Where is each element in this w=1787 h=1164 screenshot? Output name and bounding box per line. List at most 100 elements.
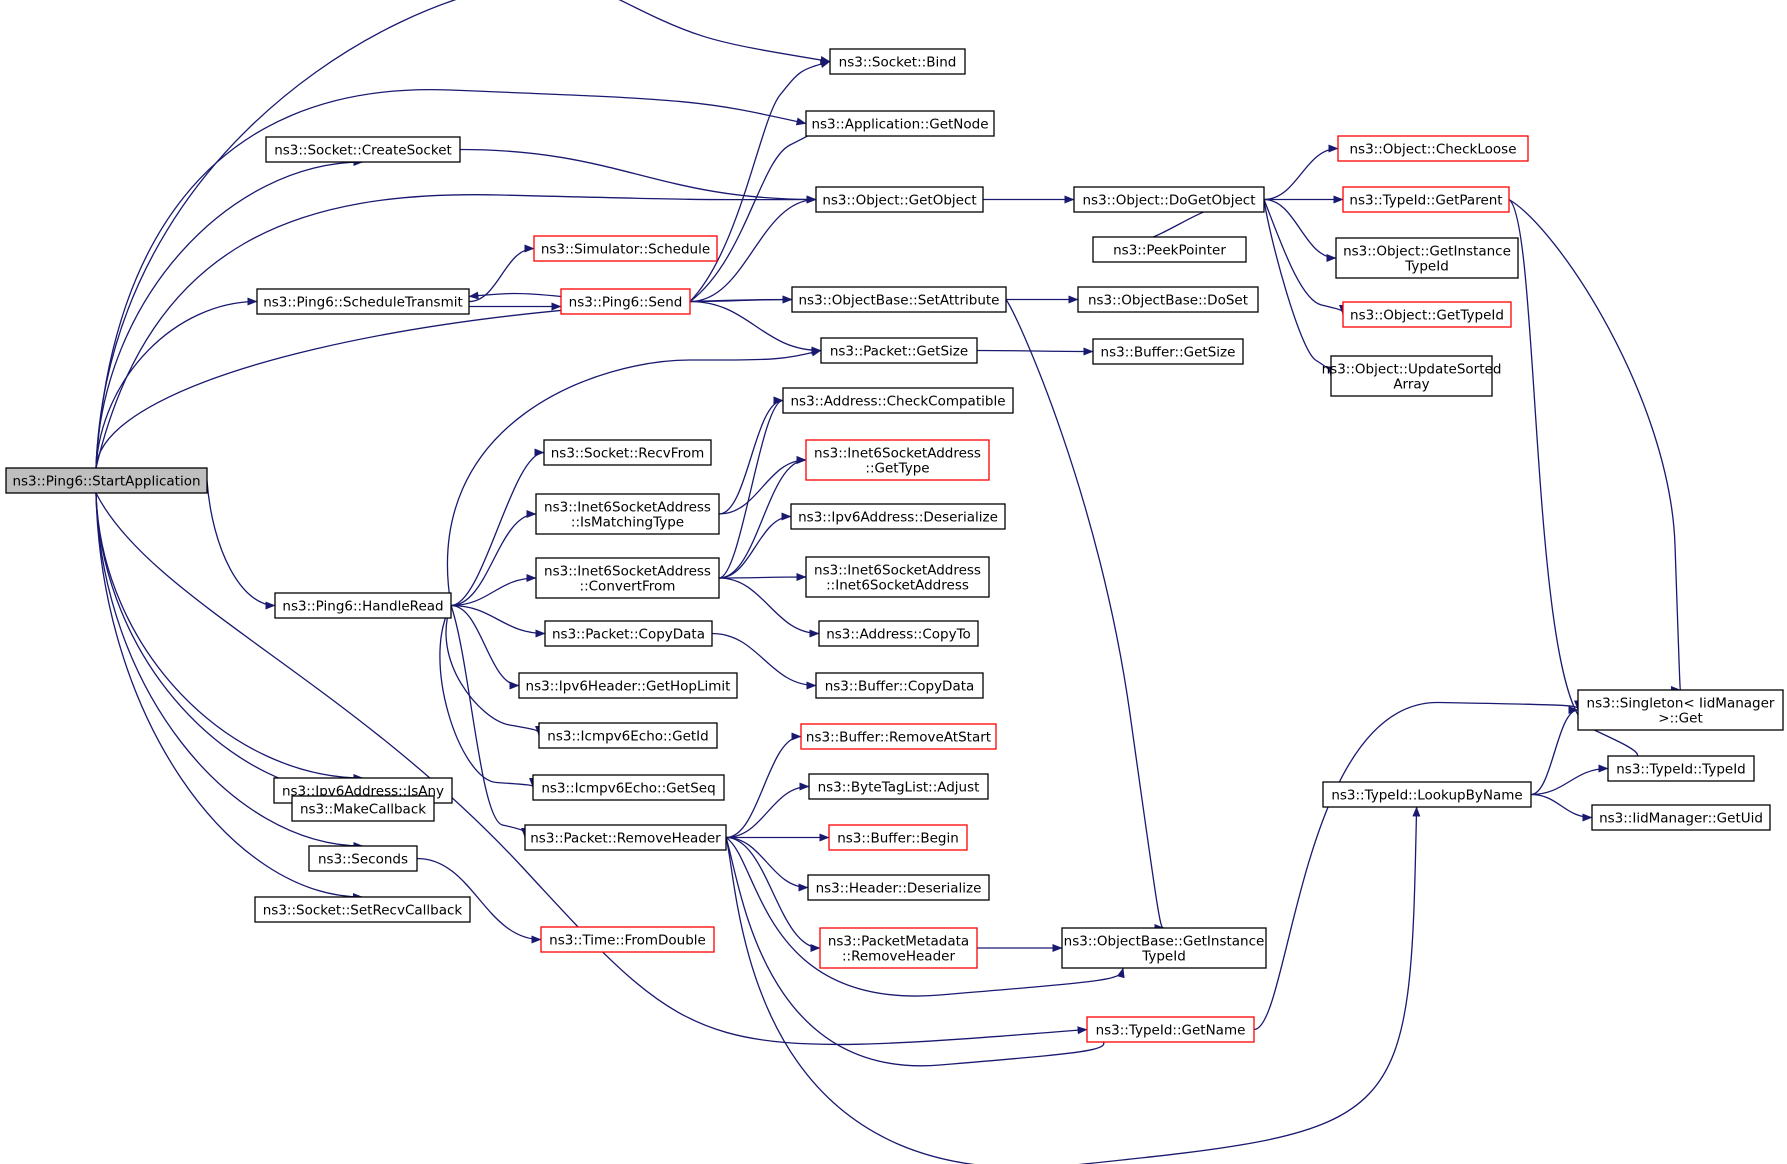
node-box[interactable] bbox=[805, 556, 990, 598]
node-box[interactable] bbox=[828, 824, 968, 851]
node-box[interactable] bbox=[805, 110, 995, 137]
node-createsocket[interactable]: ns3::Socket::CreateSocket bbox=[265, 136, 461, 163]
node-gethoplimit[interactable]: ns3::Ipv6Header::GetHopLimit bbox=[518, 672, 738, 699]
node-ismatchingtype[interactable]: ns3::Inet6SocketAddress::IsMatchingType bbox=[535, 493, 720, 535]
node-send[interactable]: ns3::Ping6::Send bbox=[560, 288, 691, 315]
node-getseq[interactable]: ns3::Icmpv6Echo::GetSeq bbox=[532, 774, 725, 801]
node-recvfrom[interactable]: ns3::Socket::RecvFrom bbox=[543, 439, 712, 466]
node-buffercopydata[interactable]: ns3::Buffer::CopyData bbox=[815, 672, 984, 699]
node-box[interactable] bbox=[535, 557, 720, 599]
node-checkloose[interactable]: ns3::Object::CheckLoose bbox=[1337, 135, 1529, 162]
node-pmremoveheader[interactable]: ns3::PacketMetadata::RemoveHeader bbox=[819, 927, 978, 969]
node-box[interactable] bbox=[1092, 236, 1247, 263]
node-box[interactable] bbox=[1335, 237, 1519, 279]
node-box[interactable] bbox=[544, 620, 713, 647]
node-box[interactable] bbox=[518, 672, 738, 699]
node-getuid[interactable]: ns3::IidManager::GetUid bbox=[1591, 804, 1771, 831]
node-setattribute[interactable]: ns3::ObjectBase::SetAttribute bbox=[791, 286, 1007, 313]
node-ipv6deserialize[interactable]: ns3::Ipv6Address::Deserialize bbox=[790, 503, 1006, 530]
node-handleread[interactable]: ns3::Ping6::HandleRead bbox=[274, 592, 452, 619]
node-lookupbyname[interactable]: ns3::TypeId::LookupByName bbox=[1322, 781, 1532, 808]
node-box[interactable] bbox=[1330, 355, 1493, 397]
node-scheduletransmit[interactable]: ns3::Ping6::ScheduleTransmit bbox=[256, 288, 470, 315]
node-box[interactable] bbox=[256, 288, 470, 315]
node-dogetobject[interactable]: ns3::Object::DoGetObject bbox=[1073, 186, 1265, 213]
node-packetgetsize[interactable]: ns3::Packet::GetSize bbox=[820, 337, 978, 364]
node-bind[interactable]: ns3::Socket::Bind bbox=[829, 48, 966, 75]
node-box[interactable] bbox=[1322, 781, 1532, 808]
node-box[interactable] bbox=[533, 235, 718, 262]
node-box[interactable] bbox=[819, 927, 978, 969]
node-getname[interactable]: ns3::TypeId::GetName bbox=[1086, 1016, 1255, 1043]
node-buffergetsize[interactable]: ns3::Buffer::GetSize bbox=[1092, 338, 1244, 365]
node-removeheader[interactable]: ns3::Packet::RemoveHeader bbox=[524, 824, 727, 851]
node-schedule[interactable]: ns3::Simulator::Schedule bbox=[533, 235, 718, 262]
node-box[interactable] bbox=[818, 620, 979, 647]
node-singletonget[interactable]: ns3::Singleton< IidManager>::Get bbox=[1577, 689, 1784, 731]
node-box[interactable] bbox=[1577, 689, 1784, 731]
node-getparent[interactable]: ns3::TypeId::GetParent bbox=[1342, 186, 1510, 213]
node-box[interactable] bbox=[1092, 338, 1244, 365]
node-box[interactable] bbox=[815, 672, 984, 699]
node-box[interactable] bbox=[791, 286, 1007, 313]
node-box[interactable] bbox=[1591, 804, 1771, 831]
node-box[interactable] bbox=[524, 824, 727, 851]
node-checkcompatible[interactable]: ns3::Address::CheckCompatible bbox=[782, 387, 1014, 414]
node-peekpointer[interactable]: ns3::PeekPointer bbox=[1092, 236, 1247, 263]
node-box[interactable] bbox=[808, 773, 989, 800]
node-box[interactable] bbox=[254, 896, 471, 923]
node-copyto[interactable]: ns3::Address::CopyTo bbox=[818, 620, 979, 647]
node-box[interactable] bbox=[815, 186, 984, 213]
node-box[interactable] bbox=[308, 845, 418, 872]
node-startapp[interactable]: ns3::Ping6::StartApplication bbox=[5, 467, 208, 494]
node-box[interactable] bbox=[1342, 186, 1510, 213]
node-objgettypeid[interactable]: ns3::Object::GetTypeId bbox=[1342, 301, 1512, 328]
node-getid[interactable]: ns3::Icmpv6Echo::GetId bbox=[538, 722, 718, 749]
node-box[interactable] bbox=[5, 467, 208, 494]
node-box[interactable] bbox=[800, 723, 997, 750]
node-packetcopydata[interactable]: ns3::Packet::CopyData bbox=[544, 620, 713, 647]
node-convertfrom[interactable]: ns3::Inet6SocketAddress::ConvertFrom bbox=[535, 557, 720, 599]
node-typeidctor[interactable]: ns3::TypeId::TypeId bbox=[1607, 755, 1755, 782]
node-fromdouble[interactable]: ns3::Time::FromDouble bbox=[540, 926, 715, 953]
node-doset[interactable]: ns3::ObjectBase::DoSet bbox=[1077, 286, 1259, 313]
node-box[interactable] bbox=[538, 722, 718, 749]
node-box[interactable] bbox=[807, 874, 990, 901]
edge-handleread-to-getseq bbox=[439, 605, 537, 788]
node-box[interactable] bbox=[532, 774, 725, 801]
node-box[interactable] bbox=[535, 493, 720, 535]
node-makecallback[interactable]: ns3::MakeCallback bbox=[291, 795, 435, 822]
node-box[interactable] bbox=[540, 926, 715, 953]
node-box[interactable] bbox=[543, 439, 712, 466]
node-removeatstart[interactable]: ns3::Buffer::RemoveAtStart bbox=[800, 723, 997, 750]
node-getobject[interactable]: ns3::Object::GetObject bbox=[815, 186, 984, 213]
node-box[interactable] bbox=[1337, 135, 1529, 162]
node-box[interactable] bbox=[265, 136, 461, 163]
node-box[interactable] bbox=[560, 288, 691, 315]
node-box[interactable] bbox=[274, 592, 452, 619]
node-getnode[interactable]: ns3::Application::GetNode bbox=[805, 110, 995, 137]
node-box[interactable] bbox=[291, 795, 435, 822]
node-adjust[interactable]: ns3::ByteTagList::Adjust bbox=[808, 773, 989, 800]
node-box[interactable] bbox=[1073, 186, 1265, 213]
node-i6gettype[interactable]: ns3::Inet6SocketAddress::GetType bbox=[805, 439, 990, 481]
node-begin[interactable]: ns3::Buffer::Begin bbox=[828, 824, 968, 851]
node-label: ns3::Buffer::Begin bbox=[837, 831, 959, 847]
node-box[interactable] bbox=[829, 48, 966, 75]
node-setrecvcallback[interactable]: ns3::Socket::SetRecvCallback bbox=[254, 896, 471, 923]
node-box[interactable] bbox=[1342, 301, 1512, 328]
node-box[interactable] bbox=[820, 337, 978, 364]
node-seconds[interactable]: ns3::Seconds bbox=[308, 845, 418, 872]
node-box[interactable] bbox=[1607, 755, 1755, 782]
node-box[interactable] bbox=[1061, 927, 1267, 969]
node-i6ctor[interactable]: ns3::Inet6SocketAddress::Inet6SocketAddr… bbox=[805, 556, 990, 598]
node-box[interactable] bbox=[1077, 286, 1259, 313]
node-box[interactable] bbox=[790, 503, 1006, 530]
node-box[interactable] bbox=[782, 387, 1014, 414]
node-headerdeserialize[interactable]: ns3::Header::Deserialize bbox=[807, 874, 990, 901]
node-box[interactable] bbox=[805, 439, 990, 481]
node-box[interactable] bbox=[1086, 1016, 1255, 1043]
